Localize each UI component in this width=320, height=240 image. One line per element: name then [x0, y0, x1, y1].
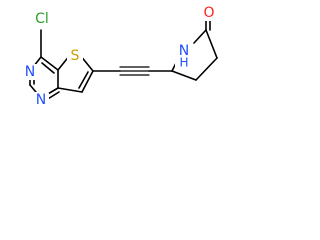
bond-c6-c7-double	[78, 71, 89, 89]
chlorine-atom: Cl	[31, 11, 53, 28]
bond-c3a-c4-double	[41, 62, 55, 74]
nitrogen-label-bottom: N	[36, 92, 46, 108]
bond-c2-c3	[205, 29, 218, 59]
bond-c3-c4	[195, 57, 218, 81]
bond-c3a-c4	[40, 56, 59, 71]
lactam-nitrogen: N H	[175, 42, 193, 71]
bond-nh-c2	[193, 29, 207, 44]
oxygen-label: O	[203, 5, 214, 21]
lactam-hydrogen-label: H	[179, 56, 188, 70]
bond-c6-c7	[81, 70, 94, 93]
sulfur-atom: S	[67, 48, 83, 64]
lactam-nitrogen-label: N	[179, 43, 189, 59]
oxygen-atom: O	[201, 5, 217, 21]
bond-c7-c7a	[57, 87, 83, 93]
nitrogen-label-top: N	[25, 64, 35, 80]
chemical-structure-diagram: Cl N N S N H O	[22, 5, 218, 108]
pyrimidine-nitrogen-bottom: N	[33, 92, 49, 108]
sulfur-label: S	[71, 48, 80, 64]
chlorine-label: Cl	[35, 11, 49, 27]
atom-labels: Cl N N S N H O	[22, 5, 217, 108]
bond-c4-c5	[171, 70, 197, 81]
pyrimidine-nitrogen-top: N	[22, 64, 38, 80]
